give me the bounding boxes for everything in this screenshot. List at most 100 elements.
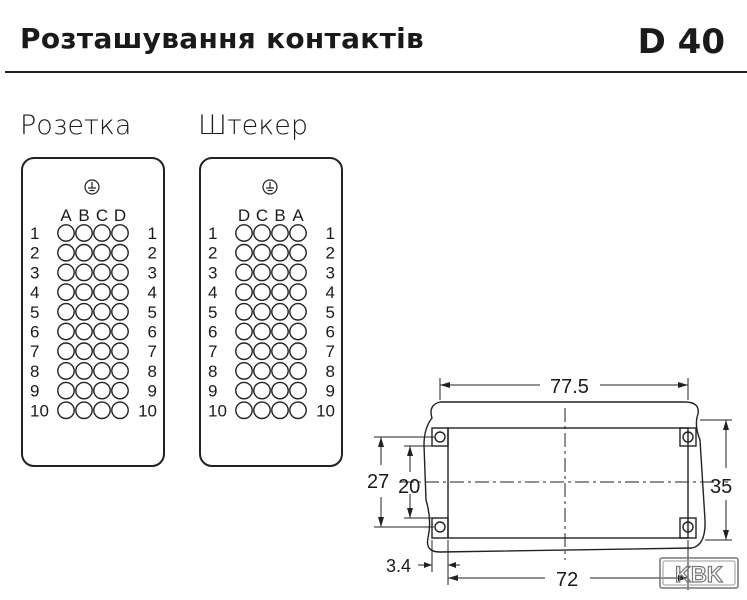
socket-contact	[111, 302, 129, 321]
socket-contact	[111, 361, 129, 380]
socket-contact	[57, 361, 75, 380]
socket-row-label-left: 8	[30, 362, 39, 381]
socket-row-label-right: 4	[148, 283, 157, 302]
socket-contact	[75, 263, 93, 282]
socket-column-label: B	[78, 206, 89, 225]
plug-contact	[253, 342, 271, 361]
plug-row-label-left: 2	[208, 244, 217, 263]
socket-contact	[111, 263, 129, 282]
socket-row-label-right: 7	[148, 342, 157, 361]
plug-row-label-right: 7	[326, 342, 335, 361]
plug-column-label: C	[256, 206, 268, 225]
plug-row-label-left: 3	[208, 263, 217, 282]
socket-column-label: D	[114, 206, 126, 225]
socket-row-label-right: 1	[148, 224, 157, 243]
plug-contact	[289, 283, 307, 301]
plug-contact	[289, 243, 307, 262]
plug-contact	[235, 322, 253, 341]
socket-contact	[111, 342, 129, 361]
mounting-hole-tl	[434, 431, 446, 443]
socket-contact	[57, 283, 75, 301]
plug-contact	[253, 381, 271, 400]
socket-contact	[93, 342, 111, 361]
watermark-text: KBK	[675, 562, 723, 587]
dim-inner-height: 20	[398, 476, 420, 498]
socket-contact	[57, 263, 75, 282]
plug-row-label-right: 1	[326, 224, 335, 243]
socket-contact	[111, 243, 129, 262]
plug-contact	[271, 302, 289, 321]
socket-contact	[57, 342, 75, 361]
mounting-hole-bl	[434, 521, 446, 533]
plug-contact	[271, 322, 289, 341]
plug-panel-frame	[199, 157, 343, 467]
socket-row-label-right: 6	[148, 323, 157, 342]
plug-row-label-left: 6	[208, 323, 217, 342]
socket-row-label-right: 5	[148, 303, 157, 322]
socket-row-label-right: 2	[148, 244, 157, 263]
socket-contact	[93, 263, 111, 282]
socket-row-label-left: 7	[30, 342, 39, 361]
plug-row-label-right: 2	[326, 244, 335, 263]
plug-row-label-right: 9	[326, 382, 335, 401]
plug-contact	[235, 401, 253, 420]
plug-contact	[253, 224, 271, 242]
socket-column-label: A	[60, 206, 72, 225]
dim-outer-width: 77.5	[550, 376, 589, 398]
plug-contact	[271, 342, 289, 361]
socket-contact	[111, 401, 129, 420]
socket-row-label-right: 3	[148, 263, 157, 282]
plug-column-label: B	[274, 206, 285, 225]
plug-row-label-left: 8	[208, 362, 217, 381]
socket-row-label-left: 4	[30, 283, 39, 302]
plug-contact	[235, 243, 253, 262]
socket-contact	[57, 322, 75, 341]
mounting-hole-br	[682, 521, 694, 533]
socket-contact	[75, 401, 93, 420]
plug-ground-icon	[262, 179, 278, 195]
plug-label: Штекер	[198, 110, 309, 141]
plug-row-label-left: 5	[208, 303, 217, 322]
plug-contact	[253, 263, 271, 282]
plug-contact	[235, 263, 253, 282]
plug-contact	[235, 342, 253, 361]
socket-contact	[93, 243, 111, 262]
dimension-drawing	[374, 378, 732, 590]
kbk-watermark: KBK	[659, 557, 739, 589]
socket-contact	[75, 224, 93, 242]
plug-row-label-right: 4	[326, 283, 335, 302]
header-divider	[5, 71, 747, 73]
plug-contact	[253, 302, 271, 321]
model-code: D 40	[637, 22, 725, 62]
plug-contact	[271, 283, 289, 301]
plug-row-label-left: 4	[208, 283, 217, 302]
plug-contact	[271, 243, 289, 262]
socket-row-label-left: 6	[30, 323, 39, 342]
socket-contact	[75, 283, 93, 301]
cutout-rectangle	[447, 427, 689, 539]
socket-panel-frame	[21, 157, 165, 467]
plug-column-label: A	[292, 206, 304, 225]
socket-contact	[75, 361, 93, 380]
plug-row-label-right: 10	[316, 401, 335, 420]
socket-contact	[75, 322, 93, 341]
plug-contact	[271, 263, 289, 282]
dim-offset: 3.4	[386, 556, 411, 576]
plug-contact	[289, 361, 307, 380]
socket-contact	[57, 302, 75, 321]
socket-contact	[93, 361, 111, 380]
socket-row-label-left: 3	[30, 263, 39, 282]
socket-contact	[111, 283, 129, 301]
plug-contact	[253, 401, 271, 420]
plug-row-label-right: 6	[326, 323, 335, 342]
plug-contact	[271, 381, 289, 400]
plug-row-label-right: 5	[326, 303, 335, 322]
socket-ground-icon	[84, 179, 100, 195]
plug-row-label-left: 7	[208, 342, 217, 361]
plug-contact	[235, 283, 253, 301]
socket-contact	[93, 224, 111, 242]
housing-outline	[423, 401, 706, 553]
socket-label: Розетка	[20, 110, 132, 141]
